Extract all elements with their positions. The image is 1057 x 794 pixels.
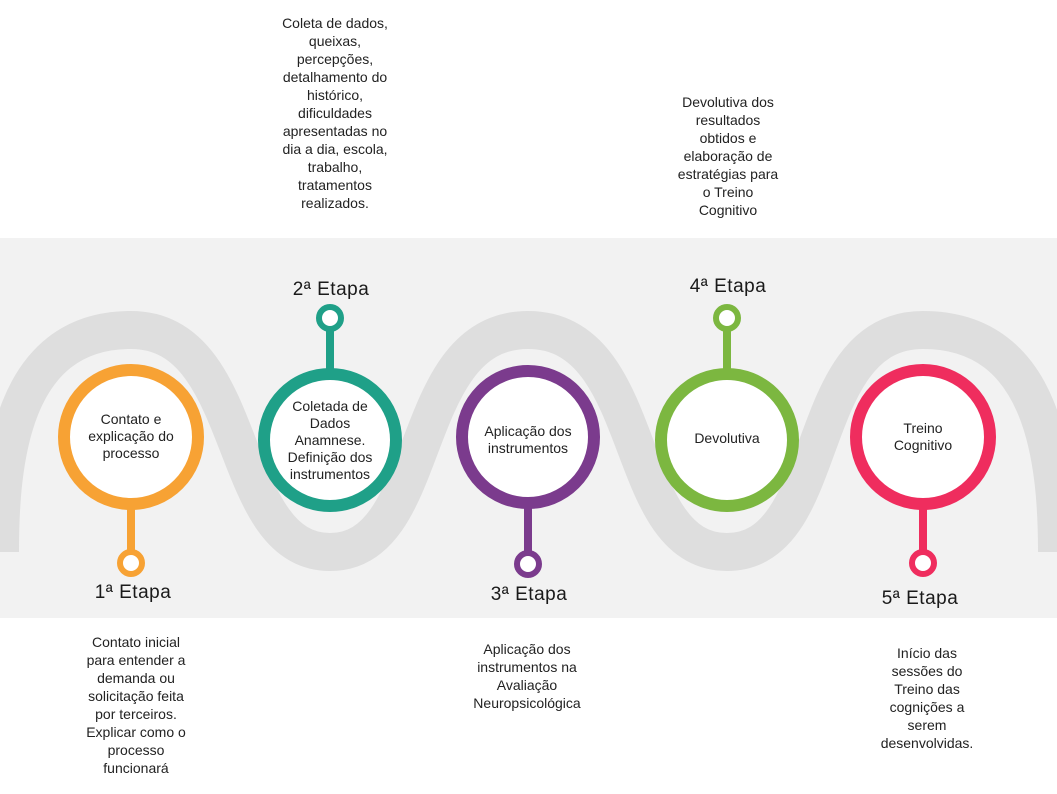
timeline-road bbox=[0, 310, 1057, 572]
step-4-stage-title: 4ª Etapa bbox=[689, 276, 767, 297]
step-3-description: Aplicação dos instrumentos na Avaliação … bbox=[473, 641, 581, 711]
step-2-circle-text: Coletada de Dados Anamnese. Definição do… bbox=[287, 397, 373, 482]
step-1-marker bbox=[58, 364, 204, 577]
step-1-circle-text: Contato e explicação do processo bbox=[88, 410, 174, 461]
step-5-marker bbox=[850, 364, 996, 577]
step-3-stage-title: 3ª Etapa bbox=[490, 584, 568, 605]
step-4-description: Devolutiva dos resultados obtidos e elab… bbox=[677, 94, 779, 218]
step-4-marker bbox=[655, 304, 799, 512]
step-3-circle-text: Aplicação dos instrumentos bbox=[484, 423, 572, 456]
step-1-description: Contato inicial para entender a demanda … bbox=[86, 634, 186, 776]
step-3-marker bbox=[456, 365, 600, 578]
step-2-stage-title: 2ª Etapa bbox=[292, 279, 370, 300]
step-1-stage-title: 1ª Etapa bbox=[94, 582, 172, 603]
step-5-circle-text: Treino Cognitivo bbox=[893, 420, 953, 453]
step-2-description: Coleta de dados, queixas, percepções, de… bbox=[282, 15, 388, 211]
step-4-circle-text: Devolutiva bbox=[694, 429, 760, 446]
step-5-stage-title: 5ª Etapa bbox=[881, 588, 959, 609]
step-2-marker bbox=[258, 304, 402, 512]
step-5-description: Início das sessões do Treino das cogniçõ… bbox=[880, 645, 974, 751]
